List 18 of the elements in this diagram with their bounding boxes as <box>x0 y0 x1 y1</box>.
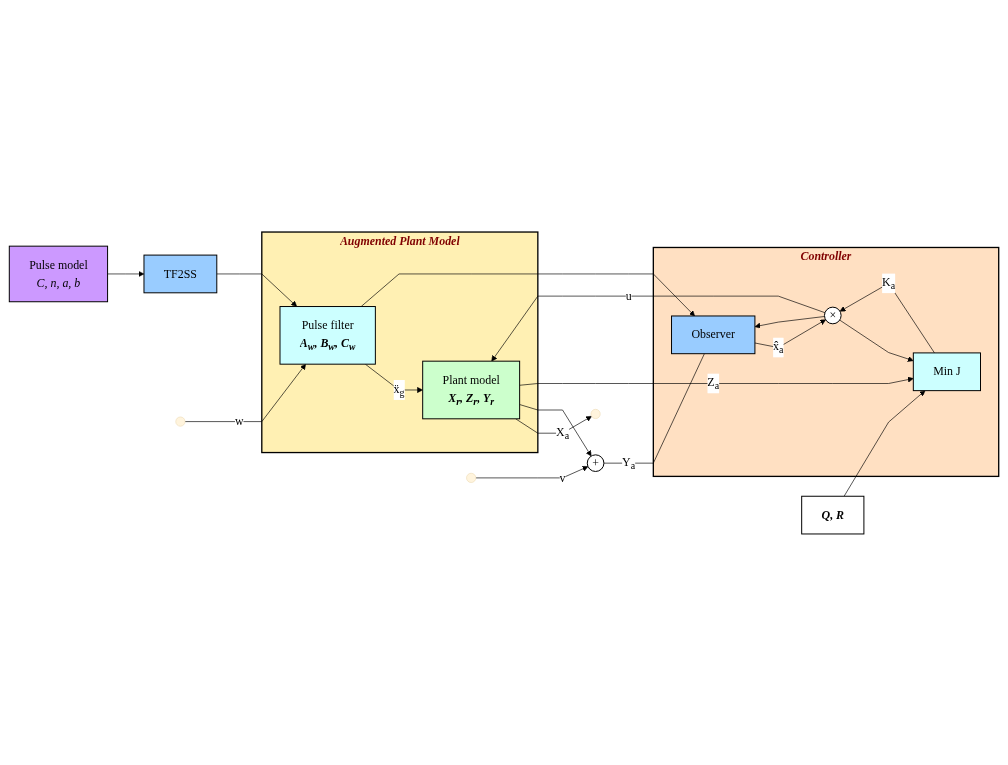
edge-label: Z$_{a}$ <box>707 375 720 391</box>
edge-label: ẍ$_{g}$ <box>393 381 405 398</box>
node-box: Pulse filter A$_{w}$, B$_{w}$, C$_{w}$ <box>279 305 376 365</box>
node-circle: × <box>823 306 842 324</box>
node-box: TF2SS <box>143 254 218 293</box>
edge-label: Y$_{a}$ <box>622 454 636 471</box>
edge-label: K$_{a}$ <box>882 274 896 291</box>
edge-label: x̂$_{a}$ <box>773 339 784 355</box>
node-circle: + <box>586 453 605 472</box>
node-box: Observer <box>671 315 756 354</box>
node-box: Pulse model C, n, a, b <box>8 245 109 302</box>
edge-label: X$_{a}$ <box>556 424 570 441</box>
edge-label: u <box>625 288 632 302</box>
node-box: Plant model X$_{r}$, Z$_{r}$, Y$_{r}$ <box>422 360 521 419</box>
edge-label: w <box>235 414 244 428</box>
node-box: Min J <box>912 351 981 391</box>
node-box: Q, R <box>801 495 865 534</box>
edge-label: v <box>559 470 566 484</box>
